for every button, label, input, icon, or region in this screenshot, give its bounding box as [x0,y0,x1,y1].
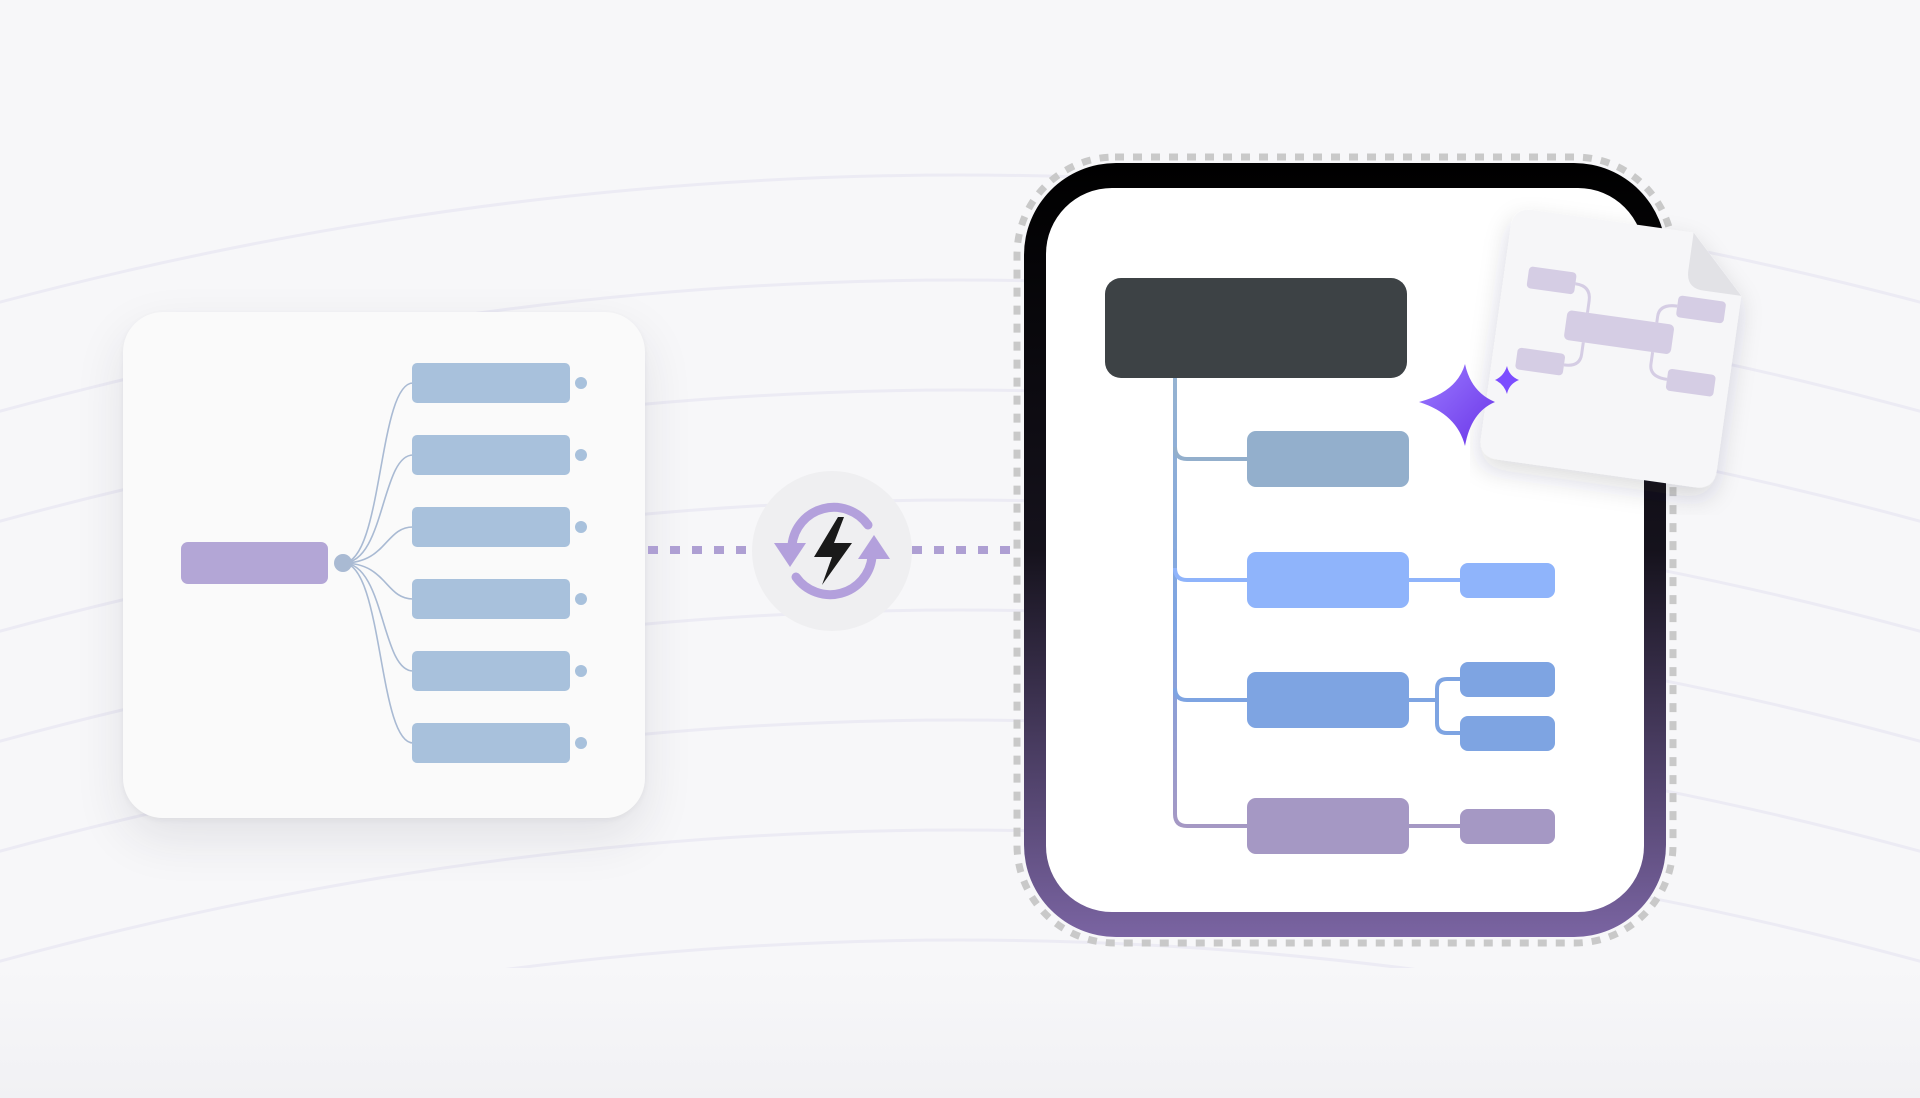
branch-node [1247,431,1409,487]
mindmap-child-node [412,507,570,547]
mindmap-connector [342,562,414,672]
branch-connector [1173,687,1250,702]
branch-node [1247,798,1409,854]
mindmap-child-dot [575,593,587,605]
diagram-trunk [1173,378,1250,828]
branch-node [1247,552,1409,608]
mindmap-connector [342,454,414,564]
sync-lightning-icon [752,471,912,631]
mindmap-child-dot [575,377,587,389]
diagram-header-node [1105,278,1407,378]
source-mindmap-card [123,312,645,818]
leaf-node [1460,809,1555,844]
selection-outline [1013,153,1677,947]
leaf-connector [1435,677,1460,735]
leaf-node [1460,662,1555,697]
mindmap-child-node [412,579,570,619]
branch-node [1247,672,1409,728]
bottom-fade [0,968,1920,1098]
mindmap-child-dot [575,737,587,749]
mindmap-child-dot [575,665,587,677]
branch-connector [1173,567,1250,582]
ai-sparkle-icon [1419,364,1519,446]
mindmap-child-node [412,651,570,691]
mindmap-child-dot [575,521,587,533]
mindmap-connector [342,562,414,744]
mindmap-child-node [412,723,570,763]
branch-connector [1173,446,1250,461]
mindmap-connector [342,562,414,600]
mindmap-child-dot [575,449,587,461]
mindmap-connector [342,526,414,564]
mindmap-root-node [181,542,328,584]
leaf-node [1460,563,1555,598]
mindmap-diagram [181,363,587,763]
mindmap-child-node [412,363,570,403]
mindmap-child-node [412,435,570,475]
mindmap-connector [342,382,414,564]
mindmap-hub-dot [334,554,352,572]
diagram-file-icon [1480,209,1742,488]
leaf-node [1460,716,1555,751]
